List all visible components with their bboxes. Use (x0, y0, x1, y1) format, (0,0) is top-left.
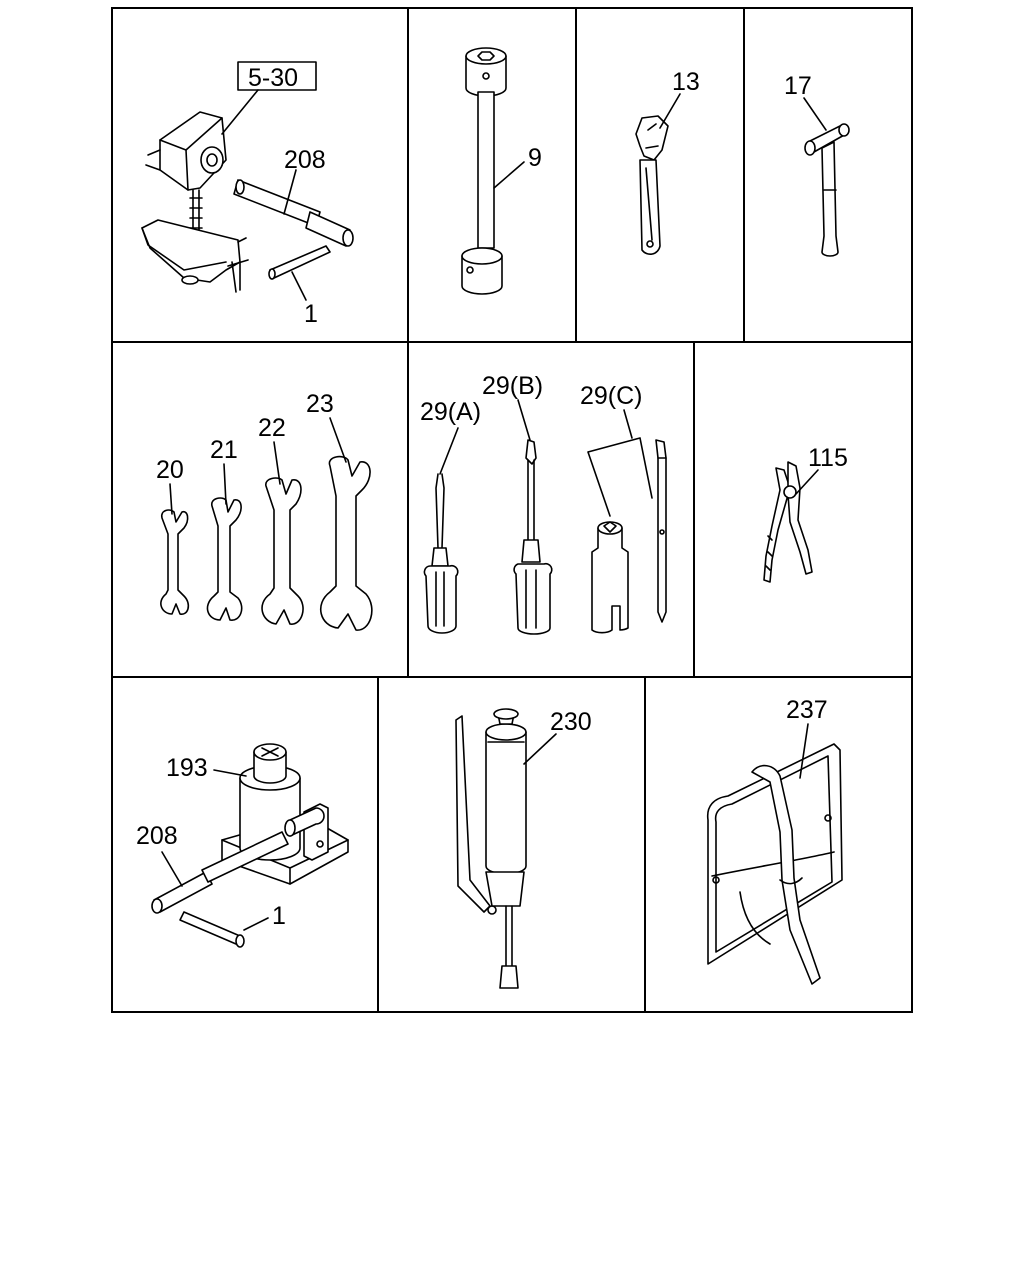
label-22: 22 (258, 414, 286, 442)
leader-237 (799, 723, 809, 779)
leader-208-top (283, 169, 297, 215)
spanner-20 (160, 509, 190, 615)
wheel-wrench-9 (461, 47, 507, 295)
pliers-115 (763, 461, 813, 583)
screwdriver-29b (513, 439, 553, 635)
cell-jack-assembly: 5-30 208 1 (141, 61, 354, 328)
label-23: 23 (306, 390, 334, 418)
tool-bag-237 (706, 743, 843, 985)
pin-1-bottom (179, 911, 245, 948)
leader-9 (493, 161, 525, 189)
diagram-frame (111, 7, 913, 1013)
spanner-23 (319, 455, 373, 631)
leader-29b (517, 399, 531, 441)
socket-handle-29c (591, 521, 629, 634)
spanner-21 (206, 497, 243, 621)
leader-17 (803, 97, 827, 131)
leader-22 (273, 441, 281, 485)
bottle-jack-193 (221, 743, 349, 885)
label-29c: 29(C) (580, 382, 643, 410)
cell-adjustable-wrench: 13 (635, 68, 700, 255)
cell-screwdrivers: 29(A) 29(B) 29(C) (420, 372, 667, 635)
jack-mechanism-drawing (141, 111, 249, 293)
leader-29c (623, 409, 633, 439)
label-237: 237 (786, 696, 828, 724)
label-9: 9 (528, 144, 542, 172)
label-21: 21 (210, 436, 238, 464)
leader-193 (213, 769, 247, 777)
label-115: 115 (808, 444, 848, 472)
cell-grease-gun: 230 (455, 708, 592, 989)
label-5-30: 5-30 (248, 64, 298, 92)
leader-29a (439, 427, 459, 475)
label-208-bottom: 208 (136, 822, 178, 850)
leader-5-30 (221, 89, 259, 135)
cell-bottle-jack: 193 208 1 (136, 743, 349, 948)
bracket-29c (587, 437, 653, 517)
label-17: 17 (784, 72, 812, 100)
cell-pliers: 115 (763, 444, 848, 583)
leader-21 (223, 463, 227, 505)
hammer-17 (804, 123, 850, 257)
cell-spanners: 20 21 22 23 (156, 390, 373, 631)
label-29b: 29(B) (482, 372, 543, 400)
cell-tool-bag: 237 (706, 696, 843, 985)
label-1-top: 1 (304, 300, 318, 328)
pin-1 (268, 245, 331, 280)
leader-1-bottom (243, 917, 269, 931)
leader-13 (659, 93, 681, 129)
leader-115 (795, 469, 819, 495)
handle-bar-208 (233, 179, 354, 247)
leader-1-top (291, 271, 307, 301)
screwdriver-29a (423, 473, 459, 634)
leader-20 (169, 483, 173, 515)
adjustable-wrench-13 (635, 115, 669, 255)
ref-box-5-30 (237, 61, 317, 91)
cell-hammer: 17 (784, 72, 850, 257)
leader-23 (329, 417, 347, 463)
label-193: 193 (166, 754, 208, 782)
flat-blade-29c (655, 439, 667, 623)
cell-wheel-wrench: 9 (461, 47, 542, 295)
label-208-top: 208 (284, 146, 326, 174)
handle-bar-208-bottom (151, 831, 289, 914)
spanner-22 (261, 477, 304, 625)
grease-gun-230 (455, 708, 527, 989)
leader-208-bottom (161, 851, 183, 887)
label-1-bottom: 1 (272, 902, 286, 930)
label-13: 13 (672, 68, 700, 96)
leader-230 (523, 733, 557, 765)
label-29a: 29(A) (420, 398, 481, 426)
label-230: 230 (550, 708, 592, 736)
label-20: 20 (156, 456, 184, 484)
